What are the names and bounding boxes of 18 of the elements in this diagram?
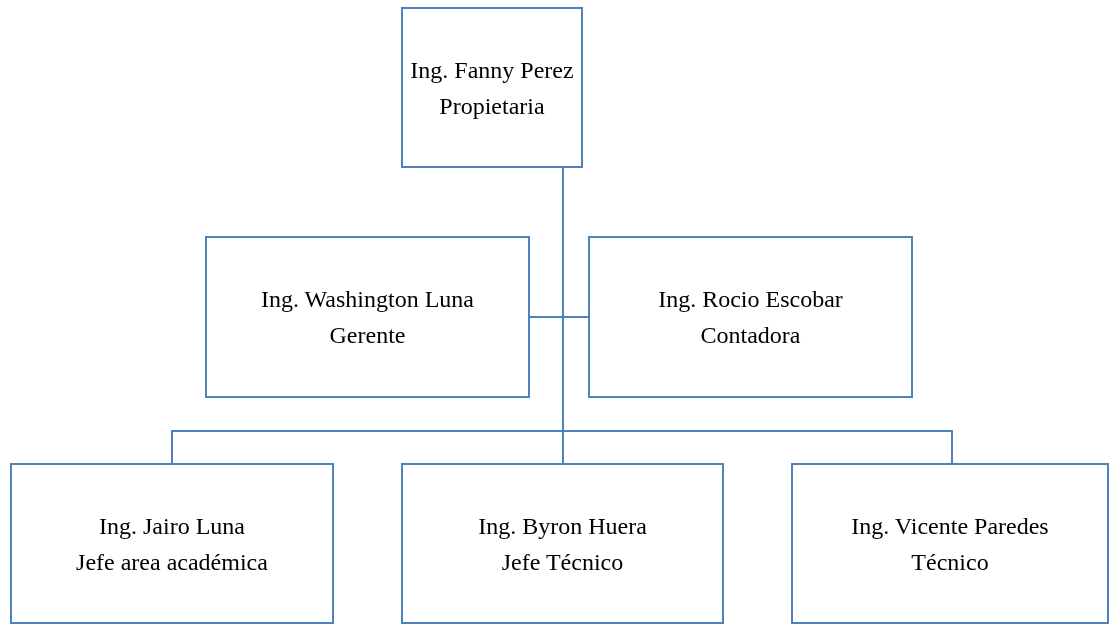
person-name: Ing. Jairo Luna xyxy=(99,511,245,541)
job-title: Jefe area académica xyxy=(76,547,268,577)
job-title: Contadora xyxy=(700,321,801,350)
person-name: Ing. Washington Luna xyxy=(261,285,474,314)
org-box xyxy=(205,236,530,398)
org-box xyxy=(401,463,724,624)
job-title: Gerente xyxy=(329,321,406,350)
person-name: Ing. Vicente Paredes xyxy=(851,511,1049,541)
person-name: Ing. Rocio Escobar xyxy=(658,285,843,314)
job-title: Jefe Técnico xyxy=(501,547,624,577)
job-title: Técnico xyxy=(911,547,989,577)
org-box xyxy=(791,463,1109,624)
org-box xyxy=(588,236,913,398)
person-name: Ing. Byron Huera xyxy=(478,511,647,541)
person-name: Ing. Fanny Perez xyxy=(410,55,574,85)
org-box xyxy=(401,7,583,168)
org-box xyxy=(10,463,334,624)
job-title: Propietaria xyxy=(439,91,545,121)
